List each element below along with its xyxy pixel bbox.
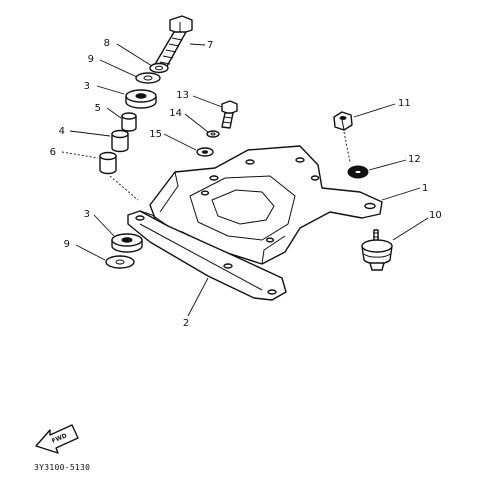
spacer-part-4 — [111, 129, 129, 153]
callout-5: 5 — [95, 103, 101, 114]
callout-6: 6 — [50, 147, 56, 158]
callout-11: 11 — [398, 98, 411, 109]
washer-part-15 — [196, 147, 214, 157]
damper-part-3-upper — [125, 89, 157, 109]
washer-part-9-lower — [105, 255, 135, 269]
callout-9-lower: 9 — [64, 239, 70, 250]
callout-8: 8 — [104, 38, 110, 49]
bracket-part-1 — [149, 145, 383, 265]
callout-15: 15 — [149, 129, 162, 140]
collar-part-5 — [121, 112, 137, 132]
damper-part-3-lower — [111, 233, 143, 253]
callout-2: 2 — [183, 318, 189, 329]
bolt-part-7 — [153, 15, 193, 69]
alignment-line-nut — [343, 131, 351, 163]
washer-part-12 — [347, 165, 369, 179]
callout-9-upper: 9 — [88, 54, 94, 65]
leader-lines — [61, 43, 429, 317]
bolt-part-13 — [221, 100, 238, 129]
spacer-part-6 — [99, 151, 117, 175]
alignment-line — [109, 175, 139, 201]
callout-1: 1 — [422, 183, 428, 194]
washer-part-9-upper — [135, 72, 161, 84]
diagram-code: 3Y3100-5130 — [34, 463, 90, 472]
callout-4: 4 — [59, 126, 65, 137]
mount-part-10 — [361, 229, 393, 271]
callout-14: 14 — [169, 108, 182, 119]
callout-3-lower: 3 — [84, 209, 90, 220]
callout-12: 12 — [408, 154, 421, 165]
washer-part-14 — [206, 130, 220, 138]
callout-7: 7 — [207, 40, 213, 51]
nut-part-11 — [333, 111, 353, 131]
callout-13: 13 — [176, 90, 189, 101]
washer-part-8 — [149, 62, 169, 74]
fwd-arrow-icon: FWD — [35, 424, 79, 454]
callout-10: 10 — [429, 210, 442, 221]
callout-3-upper: 3 — [84, 81, 90, 92]
plate-part-2 — [127, 210, 287, 301]
